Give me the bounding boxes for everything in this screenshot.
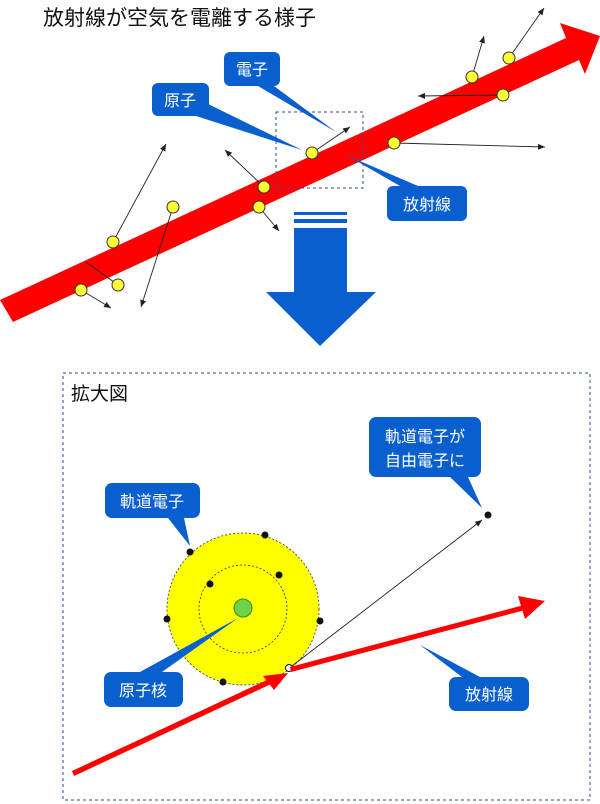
callout-radiation-bottom: 放射線	[420, 645, 529, 711]
callout-radiation-top: 放射線	[346, 155, 467, 221]
atom-dot	[166, 200, 180, 214]
orbital-electron	[206, 580, 214, 588]
ejected-electron-path	[291, 519, 483, 667]
atom-dot	[305, 146, 319, 160]
orbital-electron	[275, 571, 283, 579]
callout-orbital-free-line1: 軌道電子が	[385, 427, 465, 446]
callout-radiation-top-label: 放射線	[403, 195, 451, 214]
nucleus	[233, 598, 253, 618]
page-title: 放射線が空気を電離する様子	[43, 6, 316, 30]
callout-atom-label: 原子	[164, 91, 196, 110]
zoomed-atom	[166, 532, 320, 686]
zoom-source-box	[275, 111, 364, 189]
zoom-panel-title: 拡大図	[71, 383, 128, 405]
orbital-electron	[186, 548, 194, 556]
atom-dot	[257, 180, 271, 194]
radiation-band	[0, 23, 600, 322]
callout-atom: 原子	[152, 83, 302, 150]
atom-dot	[111, 278, 125, 292]
atom-dots	[74, 51, 516, 297]
callout-orbital-electron-label: 軌道電子	[120, 492, 184, 511]
callout-electron-label: 電子	[236, 60, 268, 79]
atom-dot	[387, 136, 401, 150]
inner-orbit	[198, 564, 288, 654]
atom-dot	[502, 51, 516, 65]
callout-orbital-electron: 軌道電子	[105, 483, 200, 546]
orbital-electron	[261, 531, 269, 539]
atom-dot	[74, 283, 88, 297]
orbital-electron	[163, 615, 171, 623]
callout-orbital-free: 軌道電子が 自由電子に	[369, 417, 482, 508]
orbital-electron	[316, 617, 324, 625]
atom-dot	[465, 70, 479, 84]
atom-dot	[106, 235, 120, 249]
callout-nucleus: 原子核	[104, 618, 238, 707]
free-electron	[484, 511, 492, 519]
callout-orbital-free-line2: 自由電子に	[385, 451, 465, 470]
atom-dot	[496, 88, 510, 102]
orbital-electron	[219, 678, 227, 686]
callout-radiation-bottom-label: 放射線	[465, 685, 513, 704]
zoom-panel	[62, 372, 591, 801]
callout-electron: 電子	[224, 52, 336, 132]
callout-nucleus-label: 原子核	[119, 681, 167, 700]
down-arrow-icon	[266, 212, 376, 346]
atom-dot	[252, 200, 266, 214]
outer-orbit	[166, 532, 320, 686]
zoomed-radiation-arrow	[72, 596, 545, 776]
electron-trajectories	[80, 7, 546, 309]
